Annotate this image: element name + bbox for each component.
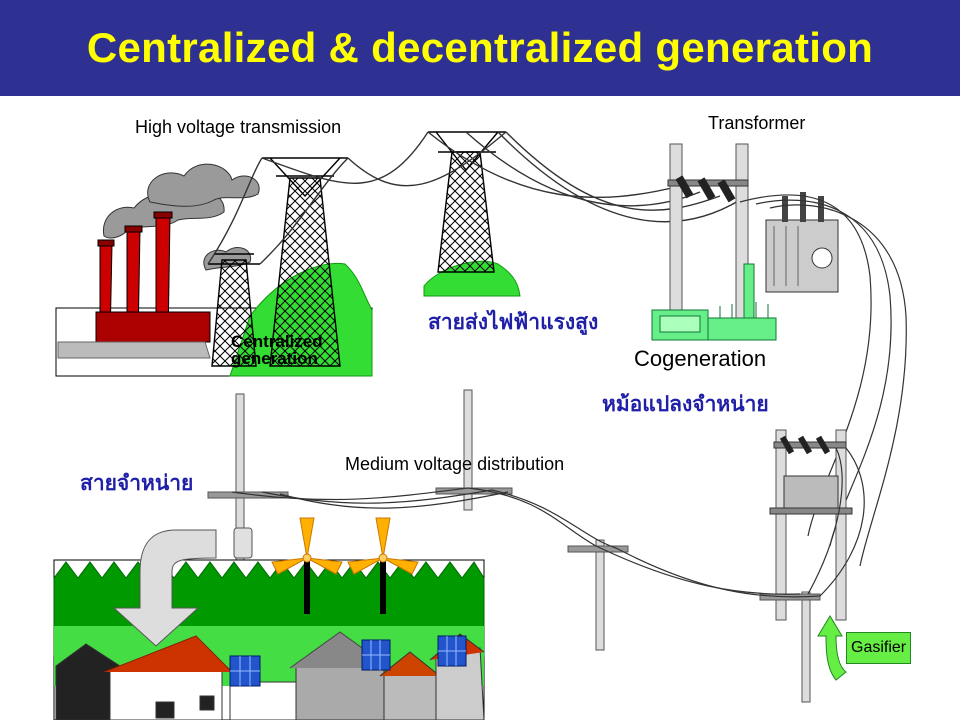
- transmission-towers: [208, 131, 506, 367]
- solar-panels: [229, 635, 467, 687]
- diagram-canvas: [53, 131, 907, 720]
- medium-voltage-label: Medium voltage distribution: [345, 454, 565, 474]
- distribution-transformer-thai-label: หม้อแปลงจำหน่าย: [602, 392, 769, 416]
- tower-mid: [262, 157, 348, 367]
- cogeneration-plant: [651, 263, 777, 341]
- insulators: [675, 175, 736, 203]
- title-bar: Centralized & decentralized generation: [0, 0, 960, 96]
- cogeneration-label: Cogeneration: [634, 346, 767, 371]
- wind-turbines: [271, 517, 419, 614]
- village-scene: [53, 529, 485, 720]
- hv-line-thai-label: สายส่งไฟฟ้าแรงสูง: [428, 310, 599, 334]
- tower-small: [208, 253, 260, 367]
- gasifier-arrow: [817, 615, 847, 681]
- tower-right: [428, 131, 506, 273]
- slide-title: Centralized & decentralized generation: [86, 24, 874, 71]
- bushings: [782, 192, 824, 222]
- plant-building: [95, 311, 211, 343]
- centralized-generation-label: Centralized generation: [231, 332, 323, 368]
- distribution-transformer: [769, 429, 853, 621]
- transformer-label: Transformer: [708, 113, 806, 133]
- plant-ground: [57, 341, 211, 359]
- gasifier-label: Gasifier: [846, 632, 912, 664]
- distribution-line-thai-label: สายจำหน่าย: [80, 471, 194, 495]
- high-voltage-label: High voltage transmission: [135, 117, 342, 137]
- mv-wires: [231, 447, 865, 598]
- delivery-arrow: [112, 529, 217, 647]
